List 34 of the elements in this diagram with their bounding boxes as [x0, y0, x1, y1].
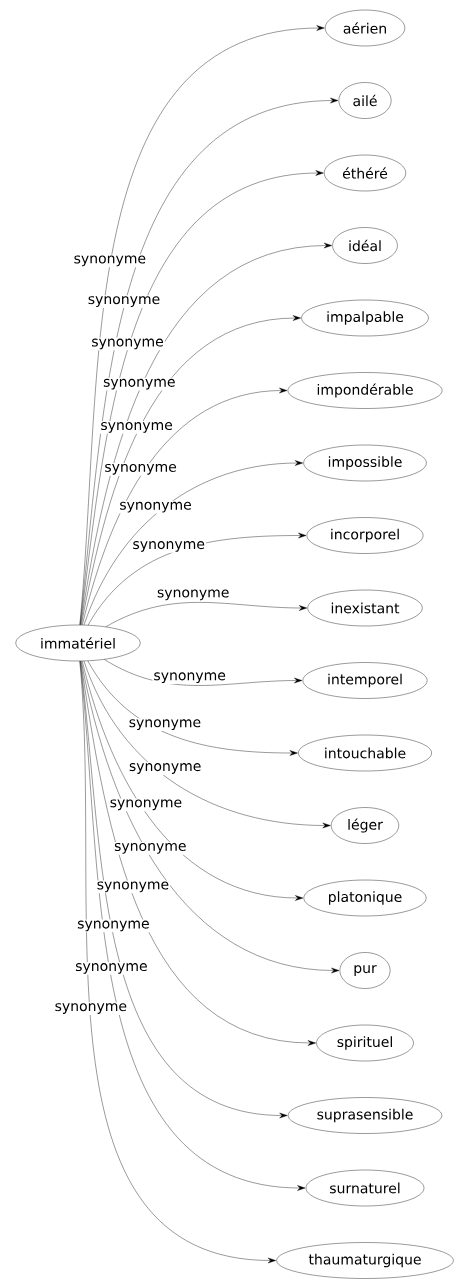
arrow — [105, 602, 308, 627]
edge-label: synonyme — [118, 500, 193, 514]
arrow — [104, 659, 303, 686]
edge-label: synonyme — [102, 377, 177, 391]
arrow — [82, 387, 288, 626]
arrow — [81, 315, 301, 626]
arrow — [83, 460, 303, 626]
edge-label: synonyme — [53, 1002, 129, 1015]
edge-label: synonyme — [99, 421, 174, 434]
edge-label: synonyme — [76, 919, 151, 933]
edge-label: synonyme — [131, 540, 206, 553]
arrow — [80, 242, 332, 626]
arrow — [83, 660, 331, 829]
arrow — [87, 532, 307, 626]
edge-label: synonyme — [86, 295, 162, 308]
edge-label: synonyme — [90, 337, 165, 351]
arrow — [81, 660, 340, 974]
edge-label: synonyme — [72, 254, 148, 268]
arrow — [79, 25, 325, 626]
arrow — [80, 661, 316, 1046]
edge-label: synonyme — [103, 462, 178, 476]
edge-label: synonyme — [113, 842, 188, 855]
edge-label: synonyme — [108, 798, 184, 812]
edge-label: synonyme — [95, 880, 171, 894]
arrow — [79, 661, 276, 1264]
edge-label: synonyme — [127, 762, 203, 775]
arrow — [87, 660, 298, 756]
edge-label: synonyme — [152, 671, 227, 685]
arrow — [82, 660, 304, 901]
arrow — [79, 97, 339, 626]
edge-label: synonyme — [74, 962, 149, 975]
edge-label: synonyme — [156, 588, 231, 602]
arrow — [79, 661, 306, 1191]
edge-label: synonyme — [127, 718, 203, 732]
